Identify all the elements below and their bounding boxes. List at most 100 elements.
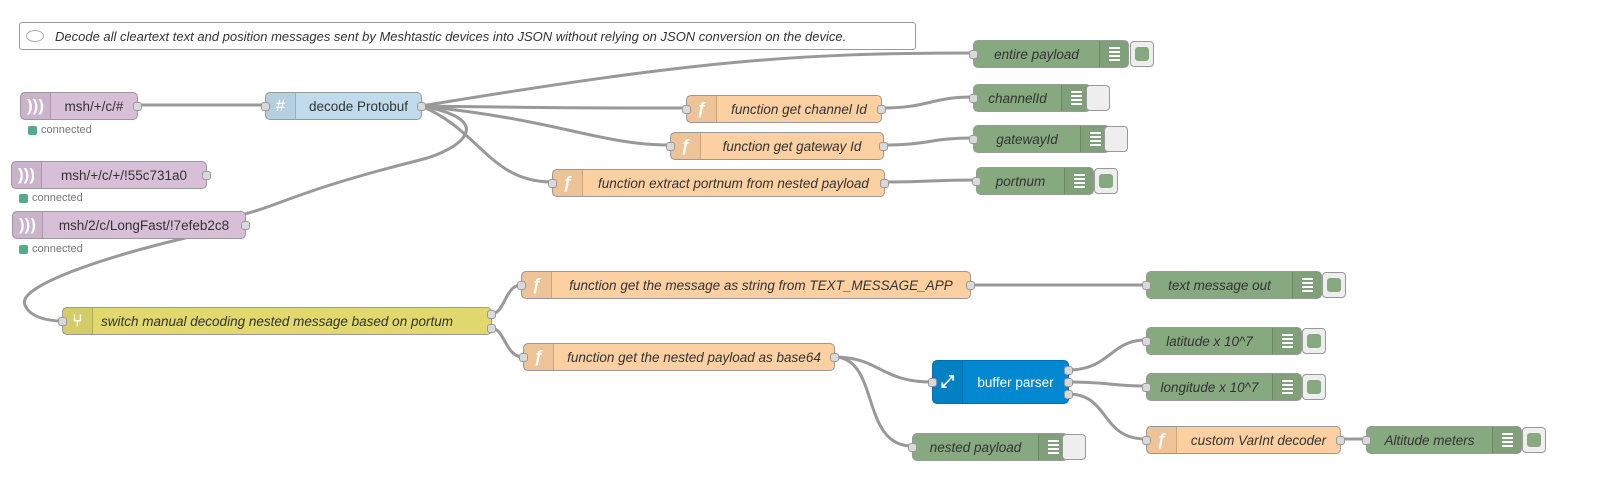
wire [883,178,977,184]
function-node[interactable]: ƒ custom VarInt decoder [1142,426,1345,454]
output-port[interactable] [830,353,839,362]
debug-toggle-button[interactable] [1104,126,1128,152]
status-dot [28,125,37,135]
debug-toggle-button[interactable] [1522,427,1546,453]
status-text: connected [32,243,83,255]
input-port[interactable] [517,281,526,290]
flow-comment[interactable]: Decode all cleartext text and position m… [19,22,916,50]
output-port[interactable] [487,324,496,333]
debug-node[interactable]: entire payload [969,40,1129,68]
buffer-parser-node[interactable]: ⤢ buffer parser [928,360,1073,404]
node-label: msh/+/c/# [64,98,124,114]
output-port[interactable] [966,281,975,290]
debug-node[interactable]: channelId [969,84,1091,112]
mqtt-in-node[interactable]: ))) msh/+/c/+/!55c731a0 [11,161,211,189]
status-text: connected [41,124,92,136]
input-port[interactable] [928,378,937,387]
status-indicator: connected [19,192,83,204]
wire [1067,338,1147,372]
radio-waves-icon: ))) [13,212,43,238]
radio-waves-icon: ))) [12,162,42,188]
output-port[interactable] [1336,436,1345,445]
input-port[interactable] [58,317,67,326]
output-port[interactable] [879,142,888,151]
switch-icon: ⑂ [63,308,93,334]
function-node[interactable]: ƒ function get gateway Id [666,132,888,160]
function-icon: ƒ [522,272,552,298]
input-port[interactable] [969,135,978,144]
node-label: gatewayId [996,131,1058,147]
output-port[interactable] [1064,390,1073,399]
debug-toggle-button[interactable] [1322,272,1346,298]
node-label: msh/+/c/+/!55c731a0 [60,167,188,183]
input-port[interactable] [519,353,528,362]
wire [1067,392,1147,441]
debug-node[interactable]: Altitude meters [1362,426,1522,454]
input-port[interactable] [682,105,691,114]
input-port[interactable] [261,102,270,111]
wire [420,104,553,184]
node-label: channelId [988,90,1047,106]
debug-node[interactable]: longitude x 10^7 [1142,373,1302,401]
input-port[interactable] [666,142,675,151]
output-port[interactable] [133,102,142,111]
node-label: function get the nested payload as base6… [567,349,821,365]
node-label: function get channel Id [731,101,867,117]
debug-lines-icon [1272,328,1301,354]
input-port[interactable] [1142,383,1151,392]
debug-node[interactable]: text message out [1142,271,1322,299]
debug-lines-icon [1492,427,1521,453]
node-label: portnum [995,173,1046,189]
input-port[interactable] [908,443,917,452]
function-node[interactable]: ƒ function get the message as string fro… [517,271,975,299]
status-dot [19,244,28,254]
function-node[interactable]: ƒ function get the nested payload as bas… [519,343,839,371]
status-indicator: connected [19,243,83,255]
input-port[interactable] [548,179,557,188]
input-port[interactable] [969,50,978,59]
output-port[interactable] [1064,378,1073,387]
expand-arrows-icon: ⤢ [933,361,963,403]
debug-node[interactable]: nested payload [908,433,1068,461]
protobuf-decode-node[interactable]: # decode Protobuf [261,92,426,120]
node-label: entire payload [994,46,1079,62]
output-port[interactable] [877,105,886,114]
function-node[interactable]: ƒ function get channel Id [682,95,886,123]
debug-node[interactable]: portnum [972,167,1094,195]
mqtt-in-node[interactable]: ))) msh/2/c/LongFast/!7efeb2c8 [12,211,250,239]
output-port[interactable] [487,310,496,319]
output-port[interactable] [417,102,426,111]
debug-node[interactable]: latitude x 10^7 [1142,327,1302,355]
node-label: switch manual decoding nested message ba… [101,313,453,329]
function-icon: ƒ [671,133,701,159]
debug-toggle-button[interactable] [1130,41,1154,67]
output-port[interactable] [880,179,889,188]
debug-toggle-button[interactable] [1302,374,1326,400]
status-dot [19,193,28,203]
input-port[interactable] [1142,281,1151,290]
wire [833,355,933,384]
input-port[interactable] [969,94,978,103]
wire [882,136,974,147]
wire [833,355,913,448]
debug-toggle-button[interactable] [1086,85,1110,111]
node-label: buffer parser [977,374,1054,390]
debug-toggle-button[interactable] [1094,168,1118,194]
node-label: latitude x 10^7 [1166,333,1253,349]
input-port[interactable] [1362,436,1371,445]
input-port[interactable] [1142,337,1151,346]
debug-node[interactable]: gatewayId [969,125,1110,153]
switch-node[interactable]: ⑂ switch manual decoding nested message … [58,307,496,335]
output-port[interactable] [241,221,250,230]
input-port[interactable] [1142,436,1151,445]
input-port[interactable] [972,177,981,186]
debug-toggle-button[interactable] [1062,434,1086,460]
wire [420,104,671,147]
node-label: msh/2/c/LongFast/!7efeb2c8 [58,217,230,233]
output-port[interactable] [202,171,211,180]
mqtt-in-node[interactable]: ))) msh/+/c/# [20,92,142,120]
output-port[interactable] [1064,366,1073,375]
debug-toggle-button[interactable] [1302,328,1326,354]
function-node[interactable]: ƒ function extract portnum from nested p… [548,169,889,197]
